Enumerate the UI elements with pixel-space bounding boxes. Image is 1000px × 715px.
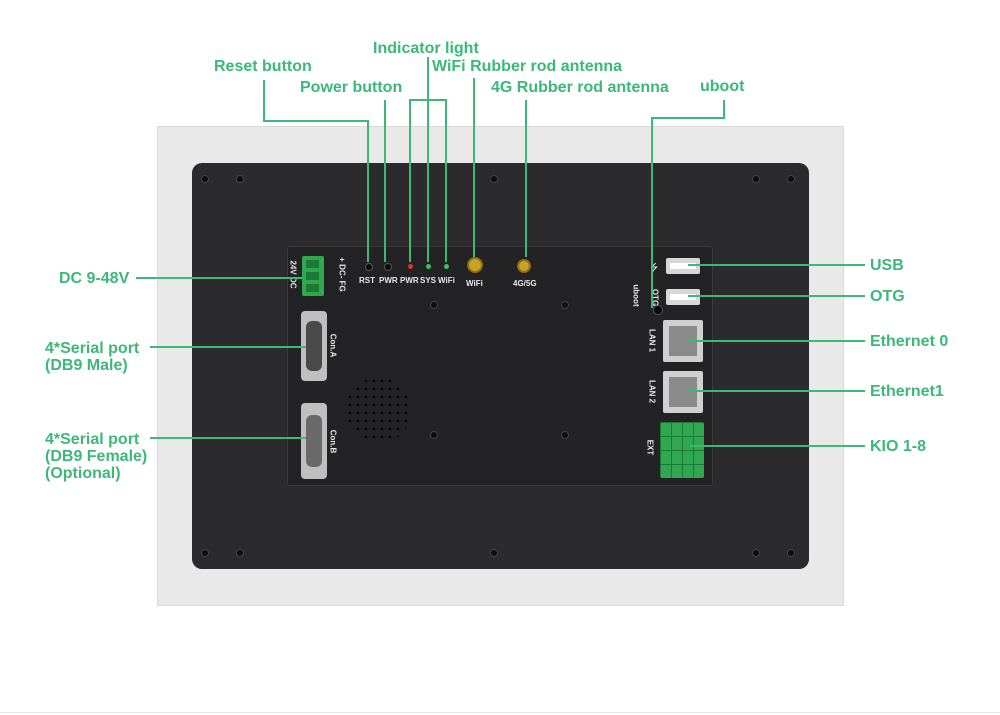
reset-button-callout: Reset button	[214, 58, 312, 75]
reset-button[interactable]	[365, 263, 373, 271]
rst-label: RST	[359, 276, 375, 285]
screw-icon	[236, 175, 244, 183]
screw-icon	[561, 431, 569, 439]
indicator-light-callout: Indicator light	[373, 40, 479, 57]
pwr-button-label: PWR	[379, 276, 398, 285]
io-board: 24V DC + DC- FG RST PWR PWR SYS WiFi WiF…	[287, 246, 713, 486]
usb-callout: USB	[870, 257, 904, 274]
kio-callout: KIO 1-8	[870, 438, 927, 455]
screw-icon	[430, 431, 438, 439]
serial-male-callout: 4*Serial port (DB9 Male)	[45, 340, 139, 374]
led-pwr-label: PWR	[400, 276, 419, 285]
uboot-callout: uboot	[700, 78, 745, 95]
otg-callout: OTG	[870, 288, 905, 305]
wifi-antenna-connector	[467, 257, 483, 273]
screw-icon	[752, 549, 760, 557]
serial-female-line-3: (Optional)	[45, 465, 121, 482]
usb-port	[666, 258, 700, 274]
bottom-divider	[0, 712, 1000, 713]
wifi-antenna-callout: WiFi Rubber rod antenna	[432, 58, 623, 75]
screw-icon	[490, 549, 498, 557]
4g-antenna-callout: 4G Rubber rod antenna	[491, 79, 669, 96]
ethernet-0-callout: Ethernet 0	[870, 333, 949, 350]
screw-icon	[430, 301, 438, 309]
pwr-led	[408, 264, 413, 269]
sys-led	[426, 264, 431, 269]
serial-male-line-1: 4*Serial port	[45, 340, 140, 357]
power-button[interactable]	[384, 263, 392, 271]
screw-icon	[787, 549, 795, 557]
serial-female-callout: 4*Serial port (DB9 Female) (Optional)	[45, 431, 147, 482]
dc-callout: DC 9-48V	[59, 270, 130, 287]
kio-terminal-block	[660, 422, 704, 478]
screw-icon	[201, 549, 209, 557]
uboot-button[interactable]	[653, 305, 663, 315]
screw-icon	[236, 549, 244, 557]
dc-terminal	[302, 256, 324, 296]
screw-icon	[787, 175, 795, 183]
screw-icon	[490, 175, 498, 183]
led-sys-label: SYS	[420, 276, 437, 285]
screw-icon	[201, 175, 209, 183]
wifi-antenna-label: WiFi	[466, 279, 483, 288]
wifi-led	[444, 264, 449, 269]
ethernet-1-callout: Ethernet1	[870, 383, 944, 400]
4g-antenna-label: 4G/5G	[513, 279, 537, 288]
screw-icon	[561, 301, 569, 309]
serial-port-female	[301, 403, 327, 479]
led-wifi-label: WiFi	[438, 276, 455, 285]
serial-male-line-2: (DB9 Male)	[45, 357, 128, 374]
usb-icon: ⭍	[650, 263, 659, 274]
serial-female-line-2: (DB9 Female)	[45, 448, 148, 465]
reset-leader-line	[263, 80, 369, 262]
4g-antenna-connector	[517, 259, 531, 273]
uboot-leader-line	[651, 100, 725, 308]
screw-icon	[752, 175, 760, 183]
otg-port	[666, 289, 700, 305]
serial-female-line-1: 4*Serial port	[45, 431, 140, 448]
power-button-callout: Power button	[300, 79, 403, 96]
speaker-grille	[346, 377, 412, 443]
